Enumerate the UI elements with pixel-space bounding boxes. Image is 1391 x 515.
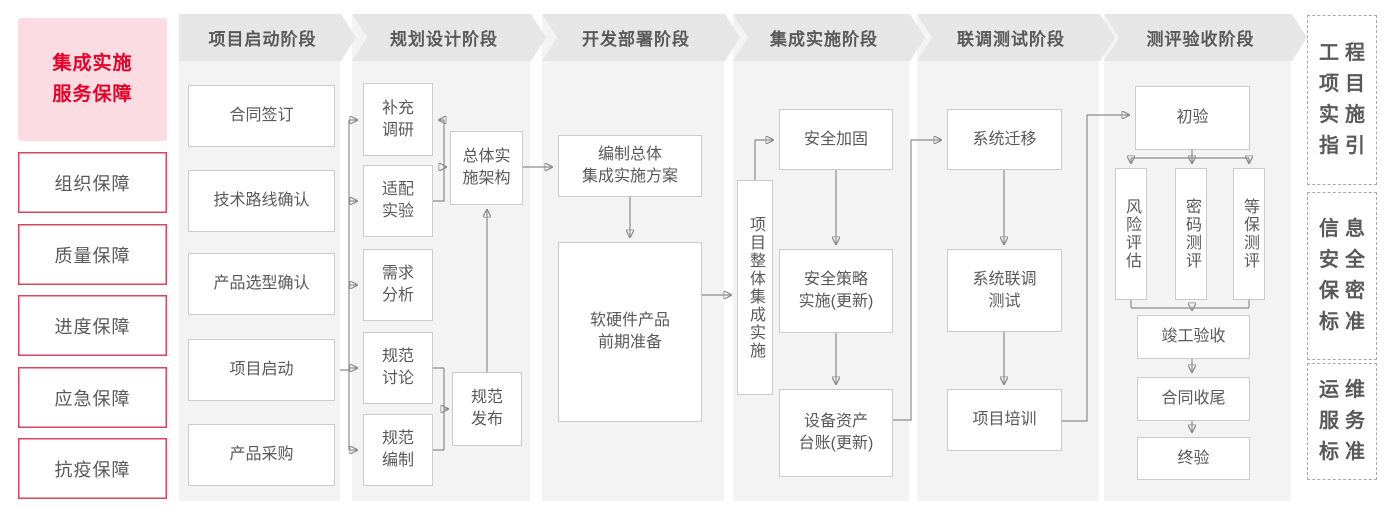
- phase-header-label: 项目启动阶段: [208, 30, 317, 49]
- node-supplementary-research: 补充 调研: [363, 83, 433, 156]
- phase-header-startup: 项目启动阶段: [179, 14, 356, 61]
- node-overall-implementation-architecture: 总体实 施架构: [450, 131, 523, 205]
- standard-infosec-confidentiality: 信息 安全 保密 标准: [1307, 192, 1377, 360]
- node-adaptation-experiment: 适配 实验: [363, 165, 433, 237]
- node-crypto-evaluation: 密码测评: [1175, 168, 1207, 300]
- node-asset-ledger-update: 设备资产 台账(更新): [779, 389, 893, 477]
- node-spec-release: 规范 发布: [452, 372, 522, 446]
- node-hw-sw-preparation: 软硬件产品 前期准备: [558, 242, 702, 422]
- node-risk-assessment: 风险评估: [1115, 168, 1147, 300]
- node-contract-closeout: 合同收尾: [1137, 377, 1250, 421]
- phase-header-label: 联调测试阶段: [957, 30, 1065, 49]
- node-overall-integration-plan: 编制总体 集成实施方案: [558, 135, 702, 197]
- phase-header-integration: 集成实施阶段: [733, 14, 925, 61]
- node-tech-route-confirm: 技术路线确认: [188, 170, 335, 232]
- sidebar-item-emergency-guarantee: 应急保障: [18, 367, 167, 428]
- phase-header-label: 集成实施阶段: [770, 30, 878, 49]
- sidebar-item-organization-guarantee: 组织保障: [18, 152, 167, 213]
- phase-header-label: 开发部署阶段: [582, 30, 690, 49]
- connector-startup-trunk: [340, 120, 350, 450]
- node-project-kickoff: 项目启动: [188, 339, 335, 401]
- sidebar-item-epidemic-guarantee: 抗疫保障: [18, 438, 167, 499]
- node-security-policy-update: 安全策略 实施(更新): [779, 249, 893, 333]
- node-completion-acceptance: 竣工验收: [1137, 315, 1250, 359]
- node-overall-project-integration: 项目整体集成实施: [737, 180, 773, 395]
- phase-header-planning: 规划设计阶段: [352, 14, 546, 61]
- phase-header-testing: 联调测试阶段: [917, 14, 1115, 61]
- phase-header-label: 规划设计阶段: [390, 30, 498, 49]
- node-security-hardening: 安全加固: [779, 109, 893, 170]
- node-spec-discussion: 规范 讨论: [363, 332, 433, 404]
- node-mlps-evaluation: 等保测评: [1233, 168, 1265, 300]
- node-initial-acceptance: 初验: [1135, 86, 1250, 150]
- phase-header-label: 测评验收阶段: [1146, 30, 1255, 49]
- sidebar-item-schedule-guarantee: 进度保障: [18, 295, 167, 356]
- node-final-acceptance: 终验: [1137, 437, 1250, 480]
- sidebar-title-integration-service-guarantee: 集成实施 服务保障: [18, 18, 167, 141]
- node-product-procurement: 产品采购: [188, 424, 335, 486]
- standard-operation-service: 运维 服务 标准: [1307, 363, 1377, 480]
- node-requirement-analysis: 需求 分析: [363, 249, 433, 321]
- sidebar-item-quality-guarantee: 质量保障: [18, 224, 167, 285]
- standard-engineering-project-guide: 工程 项目 实施 指引: [1307, 15, 1377, 185]
- node-system-joint-testing: 系统联调 测试: [947, 249, 1062, 332]
- phase-header-development: 开发部署阶段: [542, 14, 740, 61]
- node-spec-drafting: 规范 编制: [363, 414, 433, 486]
- node-product-selection-confirm: 产品选型确认: [188, 253, 335, 315]
- node-project-training: 项目培训: [947, 389, 1062, 451]
- node-contract-signing: 合同签订: [188, 85, 335, 147]
- node-system-migration: 系统迁移: [947, 109, 1062, 170]
- phase-header-acceptance: 测评验收阶段: [1104, 14, 1307, 61]
